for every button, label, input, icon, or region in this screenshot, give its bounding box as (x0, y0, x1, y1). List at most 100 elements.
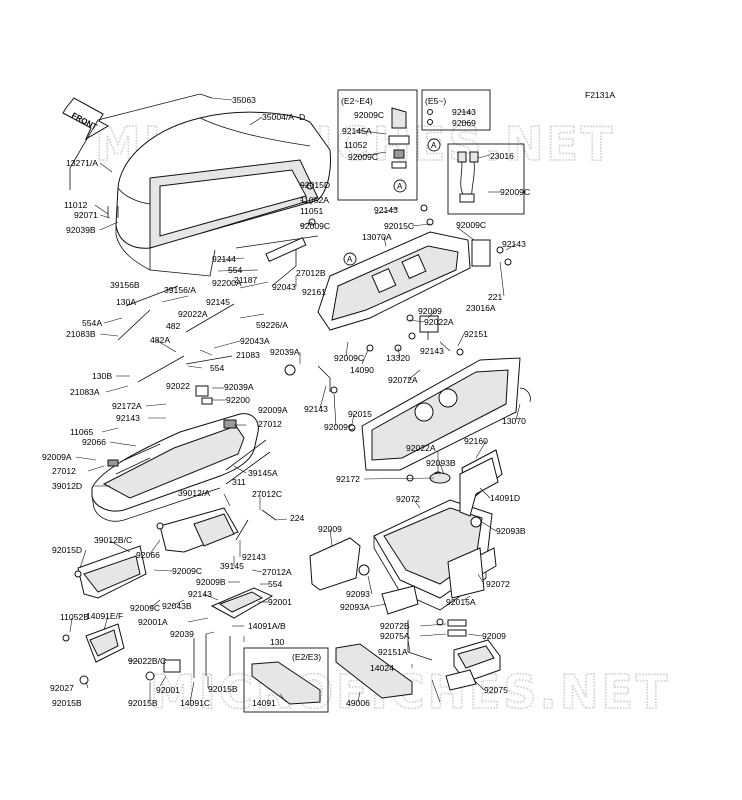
part-label: 92009C (334, 353, 364, 363)
part-label: 92039A (224, 382, 254, 392)
part-label: 92039A (270, 347, 300, 357)
part-label: 92009 (418, 306, 442, 316)
part-label: 92009 (318, 524, 342, 534)
diagram-code: F2131A (585, 90, 615, 100)
part-label: 554 (268, 579, 283, 589)
part-label: 92015B (52, 698, 82, 708)
part-label: 92009C (348, 152, 378, 162)
part-label: 21083B (66, 329, 96, 339)
bracket-92093B-left (309, 537, 361, 591)
part-label: 92161 (302, 287, 326, 297)
leader-lines (69, 97, 521, 703)
part-label: 14091 (252, 698, 276, 708)
part-label: 92072B (380, 621, 410, 631)
part-label: 92039B (66, 225, 96, 235)
panel-14090 (361, 357, 531, 483)
door-39012B (77, 507, 239, 599)
part-label: 39156B (110, 280, 140, 290)
part-label: 92143 (502, 239, 526, 249)
inset-e5: (E5~) A (421, 89, 491, 152)
cover-35004 (69, 93, 331, 277)
part-label: 39145A (248, 468, 278, 478)
part-label: 311 (232, 477, 246, 487)
part-label: 92093B (426, 458, 456, 468)
part-label: 21083A (70, 387, 100, 397)
svg-text:(E5~): (E5~) (425, 96, 446, 106)
part-label: 554 (228, 265, 243, 275)
part-label: 14091D (490, 493, 520, 503)
part-label: 92043B (162, 601, 192, 611)
part-label: 92143 (116, 413, 140, 423)
part-label: 92015B (208, 684, 238, 694)
part-label: 92022A (406, 443, 436, 453)
block-11052B (85, 623, 125, 663)
part-label: 14091A/B (248, 621, 286, 631)
dash-panel: A (317, 231, 491, 340)
svg-text:(E2/E3): (E2/E3) (292, 652, 321, 662)
part-label: 39156/A (164, 285, 196, 295)
inset-e2-e3: (E2/E3) (243, 647, 329, 713)
part-label: 92143 (242, 552, 266, 562)
part-label: 92200A (212, 278, 242, 288)
part-label: 92160 (464, 436, 488, 446)
part-label: 92093 (346, 589, 370, 599)
part-label: 92015 (348, 409, 372, 419)
part-label: 92001 (156, 685, 180, 695)
part-label: 23016 (490, 151, 514, 161)
part-label: 92022A (424, 317, 454, 327)
part-label: 92009C (130, 603, 160, 613)
part-label: 21187 (234, 275, 257, 285)
part-label: 92022A (178, 309, 208, 319)
part-label: 92001A (138, 617, 168, 627)
part-label: 92093B (496, 526, 526, 536)
part-label: 482A (150, 335, 170, 345)
part-label: 92144 (212, 254, 236, 264)
part-label: 39012B/C (94, 535, 132, 545)
part-label: 92072 (486, 579, 510, 589)
svg-text:(E2~E4): (E2~E4) (341, 96, 373, 106)
part-label: 92093A (340, 602, 370, 612)
part-label: 13320 (386, 353, 410, 363)
part-label: 92145A (342, 126, 372, 136)
part-label: 92075 (484, 685, 508, 695)
bracket-92093A (447, 547, 485, 599)
part-label: 11052A (300, 195, 329, 205)
part-label: 14091E/F (86, 611, 123, 621)
part-label: 92009C (324, 422, 354, 432)
part-label: 92075A (380, 631, 410, 641)
tray-39012 (91, 413, 259, 522)
part-label: 92143 (304, 404, 328, 414)
part-label: 92151A (378, 647, 408, 657)
part-label: 482 (166, 321, 181, 331)
part-label: 92151 (464, 329, 488, 339)
part-label: 92009 (482, 631, 506, 641)
part-label: 554 (210, 363, 225, 373)
part-label: 130B (92, 371, 112, 381)
part-label: 21083 (236, 350, 260, 360)
part-label: 92172A (112, 401, 142, 411)
part-label: 11051 (300, 206, 323, 216)
part-label: 92043A (240, 336, 270, 346)
part-label: 554A (82, 318, 102, 328)
part-label: 92022B/C (128, 656, 166, 666)
part-label: 92071 (74, 210, 98, 220)
unit-14024 (445, 639, 501, 691)
part-label: 92027 (50, 683, 74, 693)
part-label: 92072 (396, 494, 420, 504)
part-label: 92015A (446, 597, 476, 607)
part-label: 92009C (456, 220, 486, 230)
part-label: 27012 (258, 419, 282, 429)
part-label: 92200 (226, 395, 250, 405)
part-label: 49006 (346, 698, 370, 708)
part-label: 92066 (136, 550, 160, 560)
part-label: 13070A (362, 232, 392, 242)
part-label: 27012A (262, 567, 292, 577)
plate-14091 (335, 643, 413, 699)
part-label: 11012 (64, 200, 87, 210)
inset-e2-e4: (E2~E4) A (337, 89, 418, 201)
part-label: 92009A (258, 405, 288, 415)
part-label: 92145 (206, 297, 230, 307)
part-label: 11052B (60, 612, 89, 622)
